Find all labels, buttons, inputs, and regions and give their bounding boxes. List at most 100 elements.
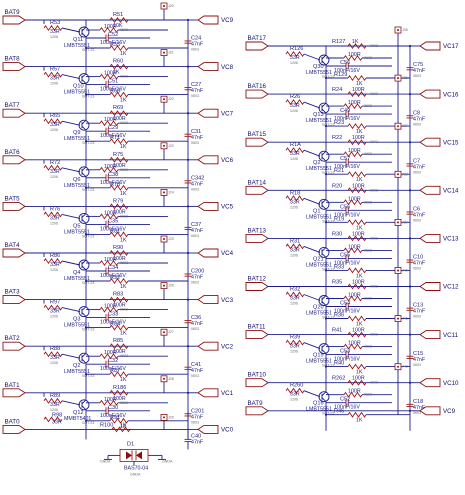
resistor: [343, 391, 363, 398]
resistor-value: 33R: [50, 309, 60, 315]
resistor-ref: R65: [50, 113, 60, 119]
vc-output-port[interactable]: [197, 341, 219, 351]
vc-port-label: VC1: [221, 390, 234, 397]
bat-input-port[interactable]: [2, 388, 26, 398]
bat-input-port[interactable]: [2, 201, 26, 211]
capacitor-value: 100nF/16V: [334, 68, 360, 74]
vc-output-port[interactable]: [197, 155, 219, 165]
resistor-value: 100R: [104, 304, 117, 310]
resistor: [43, 71, 63, 78]
transistor-ref: Q6: [73, 177, 80, 183]
resistor-ref: R21: [334, 168, 344, 174]
resistor-value: 1K: [120, 424, 127, 430]
vc-output-port[interactable]: [197, 388, 219, 398]
resistor: [285, 339, 305, 346]
vc-output-port[interactable]: [197, 62, 219, 72]
resistor-value: 100R: [352, 87, 365, 93]
resistor-value: 100R: [348, 341, 361, 347]
resistor-value: 1K: [356, 81, 363, 87]
capacitor-value: 100nF/16V: [100, 40, 126, 46]
resistor: [43, 397, 63, 404]
bat-input-port[interactable]: [2, 108, 26, 118]
resistor-value: 100R: [113, 209, 126, 215]
resistor: [109, 389, 129, 396]
vc-output-port[interactable]: [419, 89, 441, 99]
capacitor-ref: C30: [108, 405, 118, 411]
resistor: [99, 27, 119, 33]
bat-input-port[interactable]: [245, 137, 269, 147]
package-label: 0603: [120, 75, 128, 79]
bat-input-port[interactable]: [245, 282, 269, 291]
bat-input-port[interactable]: [245, 233, 269, 243]
bat-input-port[interactable]: [245, 330, 269, 340]
bat-input-port[interactable]: [2, 15, 26, 25]
package-label: 0603: [413, 411, 421, 415]
bat-input-port[interactable]: [245, 406, 269, 416]
jumper-label: J36: [402, 76, 408, 80]
resistor: [109, 184, 129, 191]
vc-output-port[interactable]: [197, 15, 219, 25]
vc-port-label: VC9: [443, 408, 456, 415]
bat-input-port[interactable]: [245, 185, 269, 195]
package-label: 0603: [364, 248, 372, 252]
capacitor-value: 47nF: [413, 357, 426, 363]
vc-port-label: VC0: [221, 427, 234, 434]
bat-input-port[interactable]: [2, 341, 26, 351]
resistor-value: 1K: [120, 237, 127, 243]
bat-input-port[interactable]: [245, 89, 269, 99]
resistor: [285, 195, 305, 202]
package-label: 0603: [413, 315, 421, 319]
resistor-value: 1K: [120, 98, 127, 104]
bat-input-port[interactable]: [245, 378, 269, 388]
bat-input-port[interactable]: [2, 155, 26, 165]
vc-output-port[interactable]: [197, 248, 219, 258]
bat-input-port[interactable]: [2, 424, 26, 434]
transistor-part: LMBT5551: [306, 407, 332, 413]
vc-output-port[interactable]: [419, 282, 441, 291]
package-label: 0603: [120, 28, 128, 32]
vc-output-port[interactable]: [419, 137, 441, 147]
resistor-value: 1K: [356, 418, 363, 424]
capacitor-ref: C52: [108, 32, 118, 38]
package-label: 0603: [364, 152, 372, 156]
resistor-ref: R30: [332, 231, 342, 237]
bat-input-port[interactable]: [2, 248, 26, 258]
package-label: 1206: [290, 350, 298, 354]
resistor-value: 100R: [348, 196, 361, 202]
capacitor-ref: C29: [108, 125, 118, 131]
package-label: SOT-23: [82, 374, 94, 378]
bat-input-port[interactable]: [2, 62, 26, 72]
resistor: [43, 211, 63, 218]
capacitor-ref: C18: [413, 399, 423, 405]
package-label: SOT-23: [82, 421, 94, 425]
resistor: [343, 151, 363, 158]
capacitor-value: 47nF: [413, 164, 426, 170]
capacitor-ref: C36: [191, 315, 201, 321]
vc-output-port[interactable]: [197, 424, 219, 434]
vc-output-port[interactable]: [197, 108, 219, 118]
bat-port-label: BAT4: [5, 242, 21, 249]
vc-output-port[interactable]: [419, 185, 441, 195]
bat-input-port[interactable]: [2, 295, 26, 305]
resistor: [109, 138, 129, 145]
package-label: 0603: [370, 44, 378, 48]
vc-output-port[interactable]: [197, 201, 219, 211]
vc-output-port[interactable]: [419, 378, 441, 388]
vc-port-label: VC13: [443, 236, 459, 243]
vc-output-port[interactable]: [419, 41, 441, 51]
resistor: [99, 399, 119, 406]
capacitor-value: 100nF/16V: [100, 366, 126, 372]
vc-output-port[interactable]: [419, 233, 441, 243]
resistor: [347, 331, 367, 338]
capacitor-value: 47nF: [191, 414, 204, 420]
resistor: [347, 219, 367, 226]
package-label: 0603: [191, 187, 199, 191]
vc-output-port[interactable]: [197, 295, 219, 305]
vc-output-port[interactable]: [419, 330, 441, 340]
bat-input-port[interactable]: [245, 41, 269, 51]
vc-output-port[interactable]: [419, 406, 441, 416]
